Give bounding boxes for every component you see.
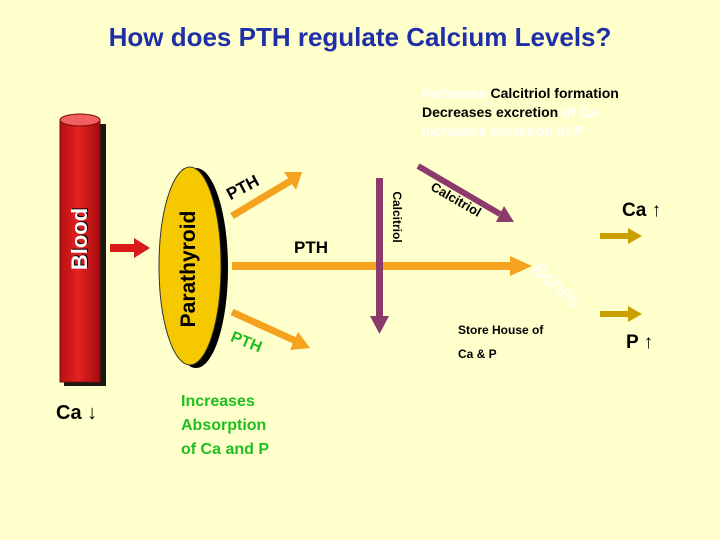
blood-to-parathyroid-arrow — [110, 238, 150, 258]
kidney-note-line2: Decreases excretion — [422, 104, 559, 120]
parathyroid-gland — [158, 166, 228, 368]
ca-result-arrow — [600, 228, 642, 244]
kidney-note: Increases Calcitriol formation Decreases… — [422, 84, 619, 141]
pth-middle-label: PTH — [294, 238, 328, 257]
intestine-note-line3: of Ca and P — [181, 441, 270, 458]
kidney-note-line2-faint: of Ca — [562, 104, 598, 120]
parathyroid-label: Parathyroid — [177, 210, 200, 328]
page-title: How does PTH regulate Calcium Levels? — [108, 22, 612, 52]
calcitriol-vertical-arrow — [370, 178, 389, 334]
blood-vessel — [59, 113, 106, 386]
ca-up-label: Ca ↑ — [622, 200, 662, 221]
kidney-note-line1: Calcitriol formation — [490, 85, 619, 101]
blood-label: Blood — [67, 207, 92, 271]
intestine-note-line1: Increases — [181, 393, 255, 410]
store-house-line1: Store House of — [458, 323, 544, 337]
pth-lower-arrow — [230, 308, 310, 350]
ca-down-label: Ca ↓ — [56, 402, 98, 424]
kidney-note-line3: Increases excretion of P — [422, 123, 584, 139]
calcitriol-vertical-label: Calcitriol — [390, 191, 404, 243]
kidney-note-line1-faint: Increases — [422, 85, 487, 101]
store-house-note: Store House of Ca & P — [458, 318, 543, 366]
store-house-line2: Ca & P — [458, 347, 497, 361]
calcitriol-diagonal-arrow — [416, 163, 514, 222]
p-up-label: P ↑ — [626, 332, 654, 353]
pth-middle-arrow — [232, 256, 532, 276]
intestine-note: Increases Absorption of Ca and P — [181, 390, 269, 462]
p-result-arrow — [600, 306, 642, 322]
intestine-note-line2: Absorption — [181, 417, 267, 434]
pth-upper-arrow — [230, 172, 302, 220]
